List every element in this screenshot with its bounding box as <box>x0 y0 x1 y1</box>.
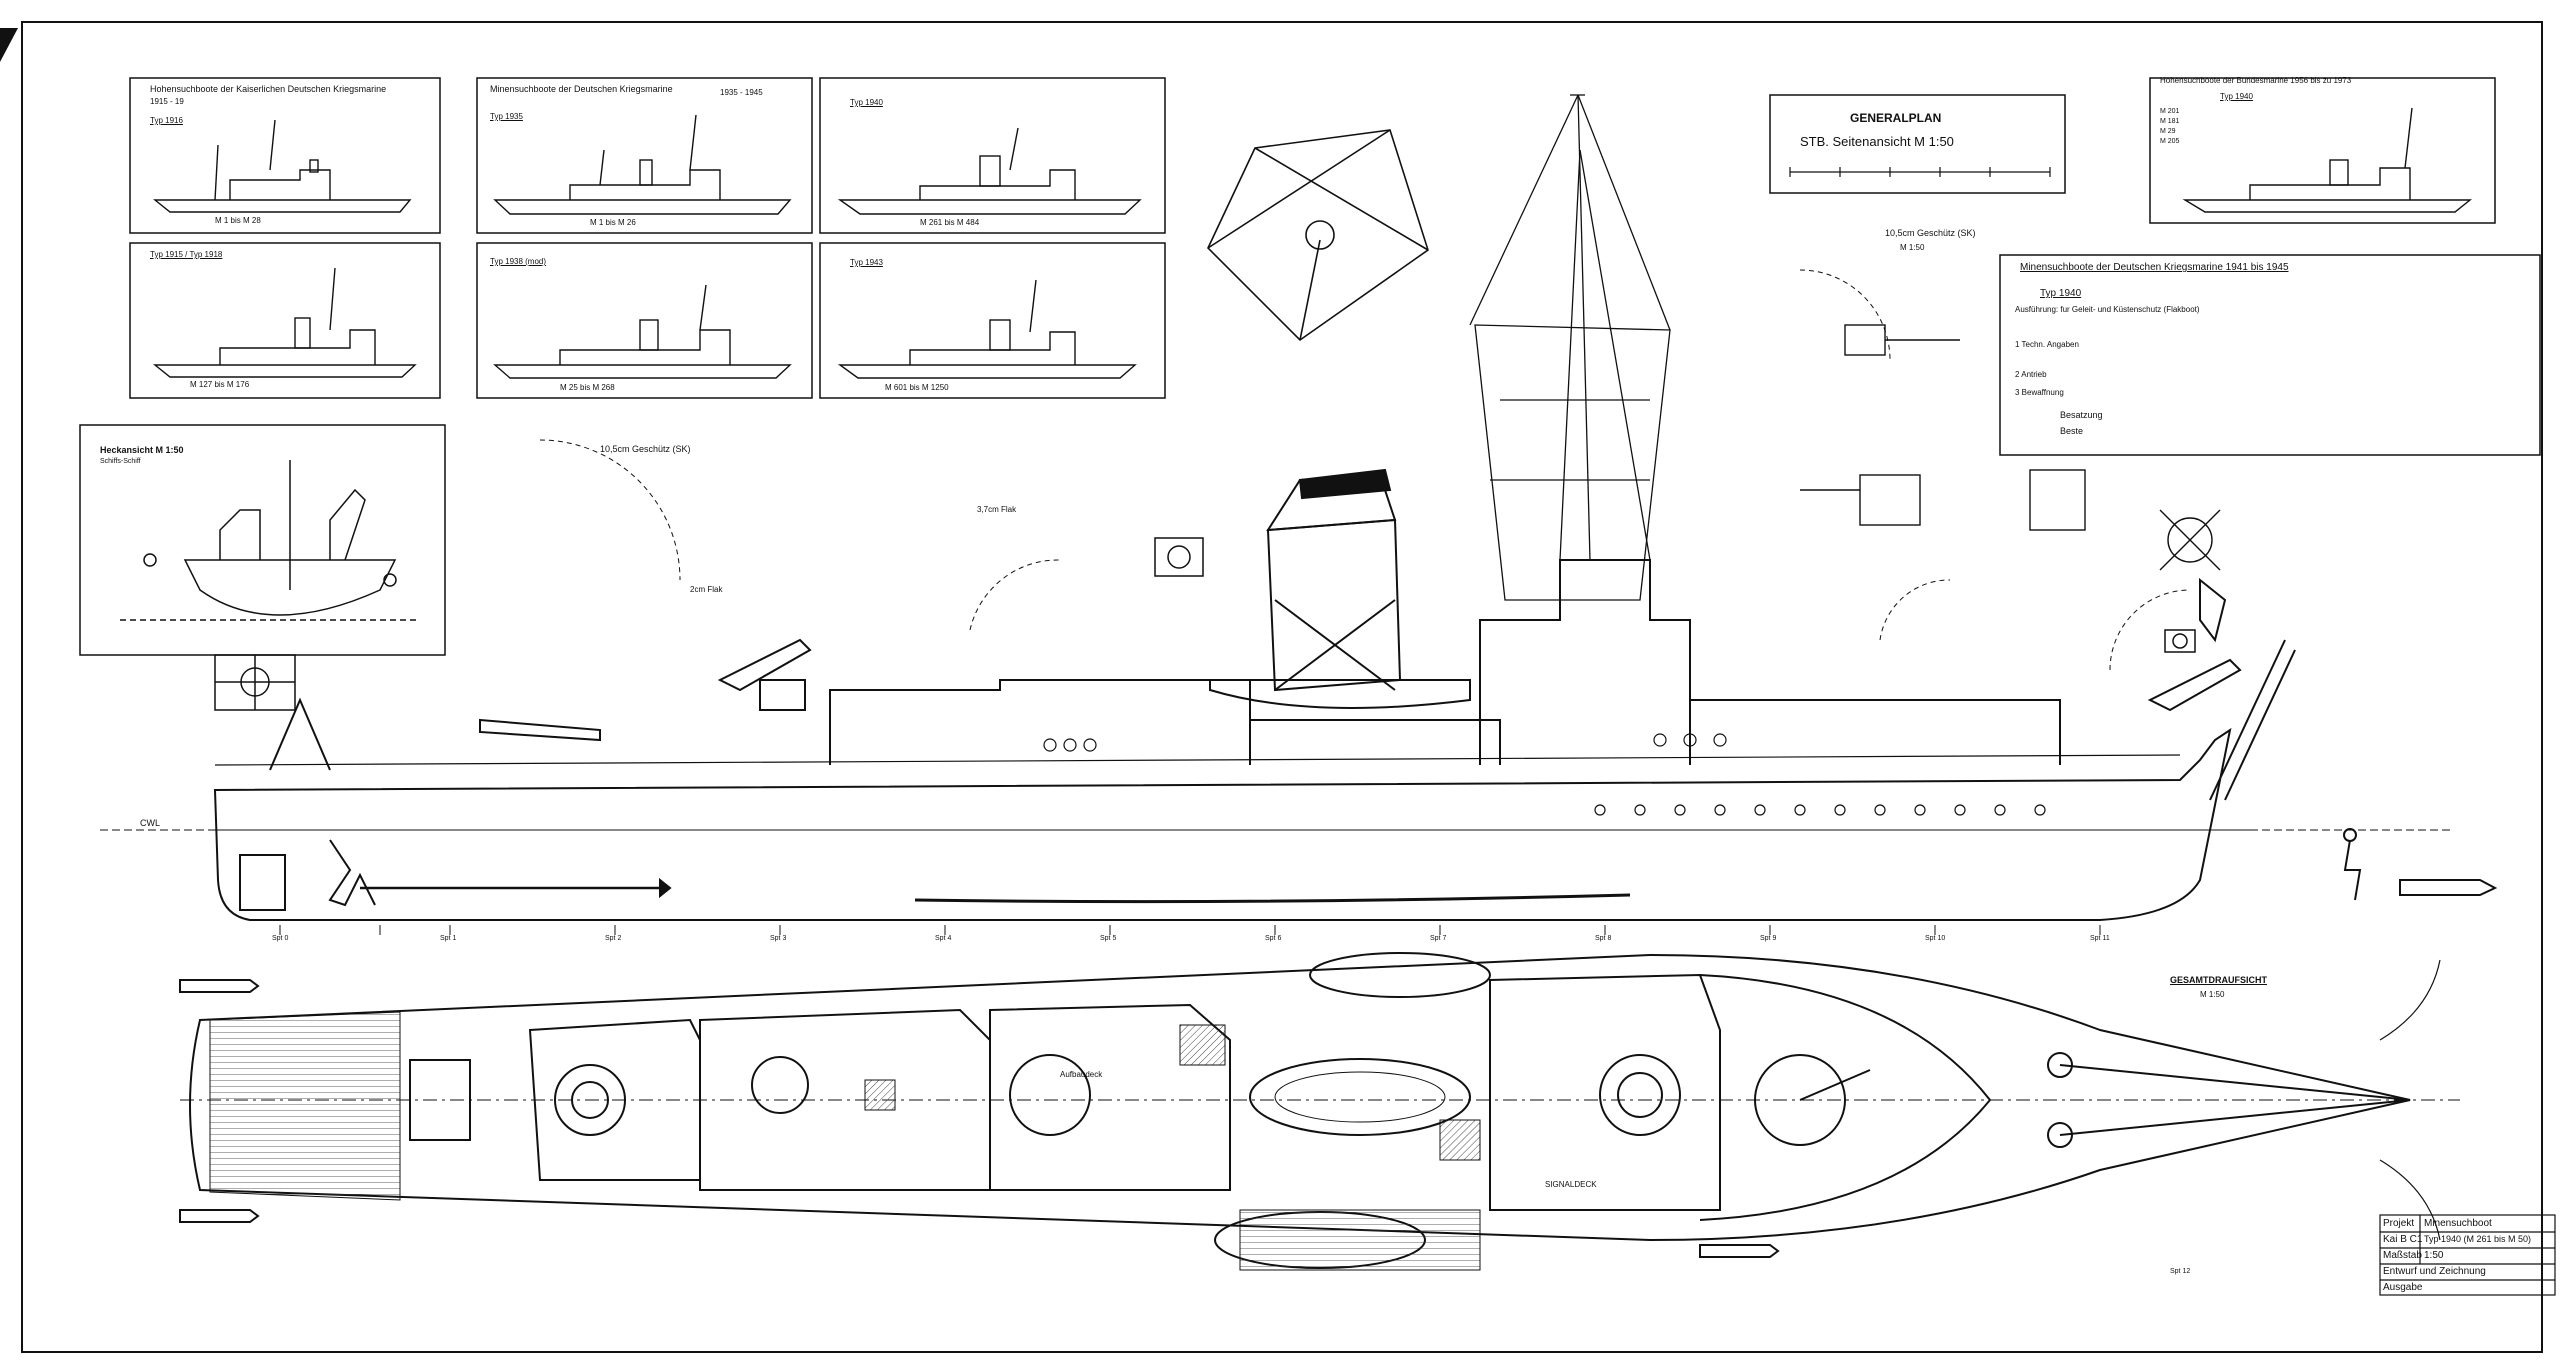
signal-deck-label: SIGNALDECK <box>1545 1180 1597 1189</box>
thumb4-type: Typ 1915 / Typ 1918 <box>150 250 223 259</box>
infobox-title: Minensuchboote der Deutschen Kriegsmarin… <box>2020 262 2289 273</box>
thumb-group2-title: Minensuchboote der Deutschen Kriegsmarin… <box>490 84 673 94</box>
infobox-row6: Beste <box>2060 426 2084 436</box>
plan-view-scale: M 1:50 <box>2200 990 2225 999</box>
thumb1-type: Typ 1916 <box>150 116 183 125</box>
rigging <box>1469 94 1671 601</box>
plan-view <box>179 952 2460 1271</box>
thumb-group2-years: 1935 - 1945 <box>720 88 763 97</box>
titleblock-r4: Entwurf und Zeichnung <box>2383 1266 2486 1277</box>
stern-view-label: Heckansicht M 1:50 <box>100 445 184 455</box>
corner-mark <box>0 28 18 62</box>
thumb7-name-2: M 181 <box>2160 118 2180 125</box>
stern-view <box>120 460 420 621</box>
spant-label: Spt 3 <box>770 935 787 942</box>
thumb5-caption: M 25 bis M 268 <box>560 383 615 392</box>
thumb3-caption: M 261 bis M 484 <box>920 218 980 227</box>
titleblock-r2b: Typ 1940 (M 261 bis M 50) <box>2424 1234 2532 1244</box>
thumb6-caption: M 601 bis M 1250 <box>885 383 949 392</box>
side-elevation <box>100 468 2498 921</box>
thumb7-type: Typ 1940 <box>2220 92 2253 101</box>
gun-105-left-label: 10,5cm Geschütz (SK) <box>600 444 691 454</box>
spant-label: Spt 6 <box>1265 935 1282 942</box>
flag-panels <box>214 537 2196 711</box>
spant-label: Spt 12 <box>2170 1268 2191 1275</box>
sweep-arcs <box>539 269 2191 671</box>
thumb-group1-years: 1915 - 19 <box>150 97 184 106</box>
thumb4-caption: M 127 bis M 176 <box>190 380 250 389</box>
spant-label: Spt 10 <box>1925 935 1946 942</box>
title-block-frame <box>2379 1214 2556 1296</box>
plan-view-label: GESAMTDRAUFSICHT <box>2170 975 2267 985</box>
titleblock-r5: Ausgabe <box>2383 1282 2423 1293</box>
spant-label: Spt 7 <box>1430 935 1447 942</box>
thumb7-name-3: M 29 <box>2160 128 2176 135</box>
titleblock-r3a: Maßstab <box>2383 1250 2422 1261</box>
thumbnail-frames <box>79 77 2541 656</box>
thumb-group1-title: Hohensuchboote der Kaiserlichen Deutsche… <box>150 84 387 94</box>
generalplan-subtitle: STB. Seitenansicht M 1:50 <box>1800 134 1954 149</box>
scale-bar <box>1789 167 2051 177</box>
gun-detail <box>1800 324 2221 571</box>
frame-ticks <box>279 925 2101 935</box>
thumb6-type: Typ 1943 <box>850 258 883 267</box>
thumb7-name-4: M 205 <box>2160 138 2180 145</box>
scale-right-label: M 1:50 <box>1900 243 1925 252</box>
thumb7-title: Hohensuchboote der Bundesmarine 1956 bis… <box>2160 76 2352 85</box>
thumb7-name-1: M 201 <box>2160 108 2180 115</box>
flak-37-label: 3,7cm Flak <box>977 505 1017 514</box>
titleblock-r2a: Kai B C1 <box>2383 1234 2423 1245</box>
spant-label: Spt 5 <box>1100 935 1117 942</box>
spant-label: Spt 0 <box>272 935 289 942</box>
infobox-type: Typ 1940 <box>2040 288 2082 299</box>
spant-label: Spt 8 <box>1595 935 1612 942</box>
infobox-row2: 1 Techn. Angaben <box>2015 340 2079 349</box>
aufbau-label: Aufbaudeck <box>1060 1070 1103 1079</box>
generalplan-title: GENERALPLAN <box>1850 111 1942 125</box>
spant-label: Spt 1 <box>440 935 457 942</box>
thumb2-caption: M 1 bis M 26 <box>590 218 636 227</box>
titleblock-r3b: 1:50 <box>2424 1250 2444 1261</box>
thumb1-caption: M 1 bis M 28 <box>215 216 261 225</box>
infobox-row3: 2 Antrieb <box>2015 370 2047 379</box>
titleblock-r1b: Minensuchboot <box>2424 1218 2492 1229</box>
spant-label: Spt 9 <box>1760 935 1777 942</box>
stern-view-sublabel: Schiffs-Schiff <box>100 458 141 465</box>
thumb2-type: Typ 1935 <box>490 112 523 121</box>
spant-label: Spt 4 <box>935 935 952 942</box>
infobox-row5: Besatzung <box>2060 410 2103 420</box>
cwl-label: CWL <box>140 818 160 828</box>
thumb3-type: Typ 1940 <box>850 98 883 107</box>
gun-105-right-label: 10,5cm Geschütz (SK) <box>1885 228 1976 238</box>
spant-label: Spt 11 <box>2090 935 2110 942</box>
thumbnail-ships <box>153 107 2472 379</box>
thumb5-type: Typ 1938 (mod) <box>490 257 547 266</box>
titleblock-r1a: Projekt <box>2383 1218 2415 1229</box>
infobox-row4: 3 Bewaffnung <box>2015 388 2064 397</box>
radar-diamond <box>1207 129 1429 342</box>
flak-2cm-label: 2cm Flak <box>690 585 723 594</box>
infobox-row1: Ausführung: fur Geleit- und Küstenschutz… <box>2015 305 2200 314</box>
spant-label: Spt 2 <box>605 935 622 942</box>
